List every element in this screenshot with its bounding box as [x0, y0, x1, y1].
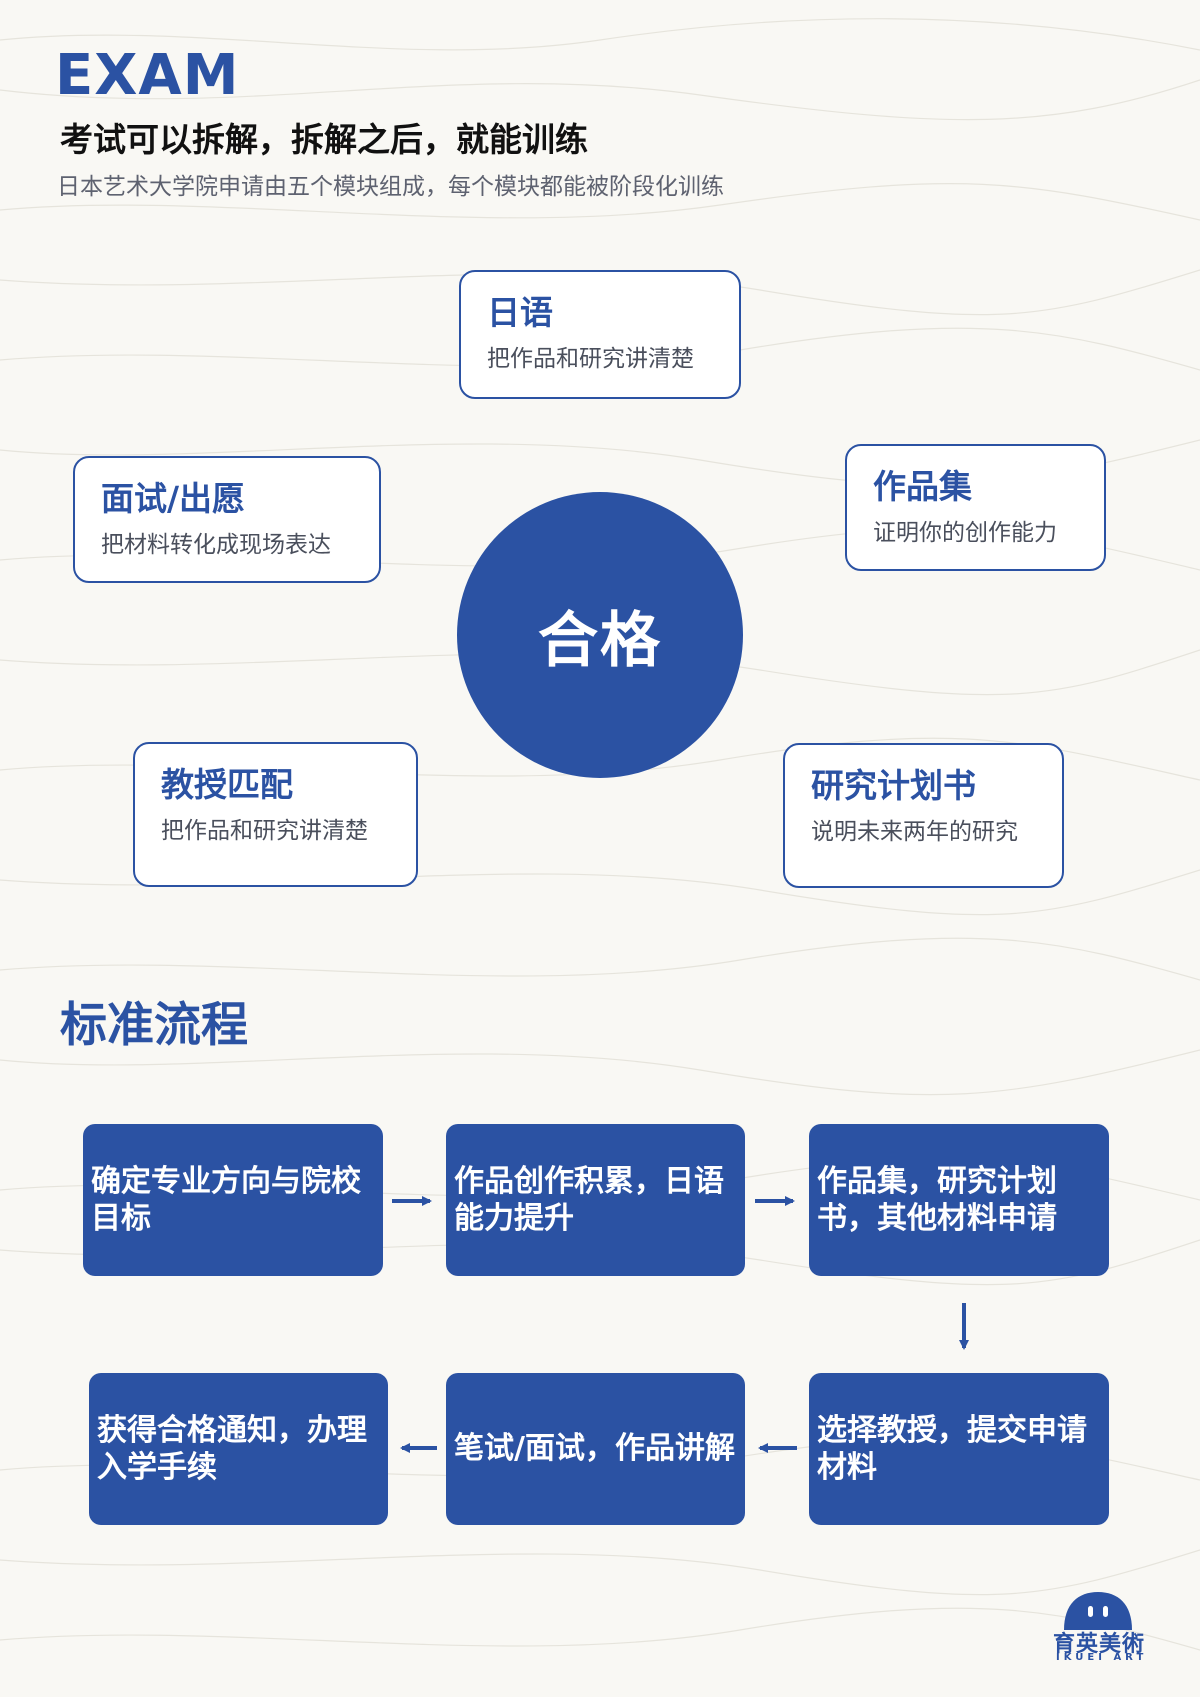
process-step-2: 作品创作积累，日语能力提升 — [446, 1124, 745, 1276]
process-step-label: 获得合格通知，办理入学手续 — [97, 1412, 367, 1486]
module-title: 面试/出愿 — [101, 479, 246, 518]
process-step-4: 选择教授，提交申请材料 — [809, 1373, 1109, 1525]
module-subtitle: 把材料转化成现场表达 — [101, 531, 331, 558]
mascot-logo-icon — [1064, 1592, 1132, 1630]
logo-name-cn: 育英美術 — [1053, 1632, 1146, 1657]
process-step-6: 获得合格通知，办理入学手续 — [89, 1373, 388, 1525]
center-circle: 合格 — [457, 492, 743, 778]
module-card-interview: 面试/出愿 把材料转化成现场表达 — [73, 456, 381, 583]
logo-name-en: IKUEI ART — [1056, 1652, 1148, 1663]
module-subtitle: 说明未来两年的研究 — [811, 818, 1018, 845]
process-step-label: 笔试/面试，作品讲解 — [454, 1431, 735, 1467]
module-card-research-plan: 研究计划书 说明未来两年的研究 — [783, 743, 1064, 888]
module-card-portfolio: 作品集 证明你的创作能力 — [845, 444, 1106, 571]
process-step-3: 作品集，研究计划书，其他材料申请 — [809, 1124, 1109, 1276]
page-headline: 考试可以拆解，拆解之后，就能训练 — [60, 120, 588, 159]
process-step-label: 作品创作积累，日语能力提升 — [454, 1163, 724, 1237]
process-section-title: 标准流程 — [60, 998, 248, 1053]
process-step-label: 选择教授，提交申请材料 — [817, 1412, 1087, 1486]
module-title: 研究计划书 — [811, 766, 976, 805]
page-subline: 日本艺术大学院申请由五个模块组成，每个模块都能被阶段化训练 — [57, 174, 724, 200]
module-card-japanese: 日语 把作品和研究讲清楚 — [459, 270, 741, 399]
module-title: 教授匹配 — [161, 765, 293, 804]
module-title: 日语 — [487, 293, 553, 332]
process-step-5: 笔试/面试，作品讲解 — [446, 1373, 745, 1525]
center-label: 合格 — [538, 605, 662, 676]
module-title: 作品集 — [873, 467, 972, 506]
brand-title: EXAM — [55, 43, 240, 108]
process-step-label: 确定专业方向与院校目标 — [91, 1163, 361, 1237]
process-step-1: 确定专业方向与院校目标 — [83, 1124, 383, 1276]
process-step-label: 作品集，研究计划书，其他材料申请 — [817, 1163, 1057, 1237]
module-subtitle: 证明你的创作能力 — [873, 519, 1057, 546]
module-card-professor-match: 教授匹配 把作品和研究讲清楚 — [133, 742, 418, 887]
module-subtitle: 把作品和研究讲清楚 — [487, 345, 694, 372]
module-subtitle: 把作品和研究讲清楚 — [161, 817, 368, 844]
